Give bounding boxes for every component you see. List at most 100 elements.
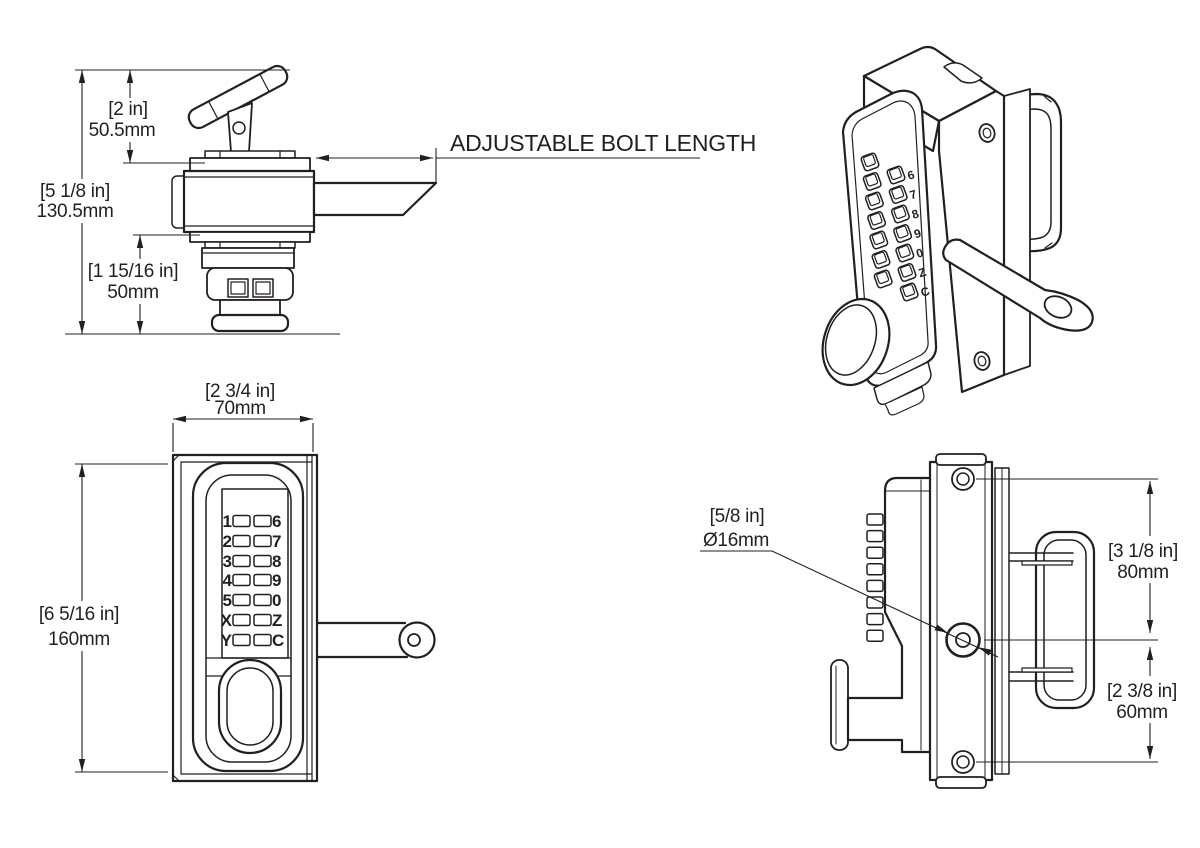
keypad-row: 4 9: [223, 571, 282, 590]
lock-body-top: [182, 169, 316, 234]
key-label-8: 8: [272, 552, 281, 571]
latch-arm-hole-iso: [1043, 295, 1073, 319]
clamp-housing: [206, 267, 294, 301]
side-view: [5/8 in] Ø16mm [3 1/8 in] 80mm [2 3/8 in…: [700, 453, 1184, 789]
side-view-dimensions: [5/8 in] Ø16mm [3 1/8 in] 80mm [2 3/8 in…: [700, 478, 1184, 763]
front-view: 1 6 2 7 3 8 4 9: [28, 381, 436, 783]
key-label-7: 7: [272, 532, 281, 551]
dim-lower-mm: 50mm: [107, 282, 159, 303]
dim-hole-mm: Ø16mm: [703, 530, 769, 551]
keypad-row: 3 8: [223, 552, 282, 571]
dim-overall-inches: [5 1/8 in]: [40, 181, 110, 202]
dim-lower-inches: [1 15/16 in]: [88, 261, 178, 282]
knob-side: [830, 659, 849, 751]
gate-bracket-inner: [1043, 539, 1087, 701]
key-label-2: 2: [223, 532, 232, 551]
spindle-hub: [943, 62, 983, 84]
key-label-Y: Y: [221, 631, 233, 650]
screw-hole-top: [951, 467, 975, 491]
key-label-Z: Z: [272, 611, 282, 630]
plate-top-cap: [935, 453, 987, 466]
key-button[interactable]: [232, 633, 251, 647]
keypad-row: 5 0: [223, 591, 282, 610]
top-view-dimensions: [2 in] 50.5mm [5 1/8 in] 130.5mm [1 15/1…: [30, 69, 756, 335]
latch-arm-iso: [942, 238, 1094, 332]
dim-lower-mm: 60mm: [1116, 702, 1168, 723]
dim-overall-mm: 130.5mm: [36, 201, 113, 222]
latch-arm-hole: [407, 633, 421, 647]
keypad-buttons-side: [866, 513, 884, 642]
latch-arm-front: [315, 621, 436, 659]
top-view: [2 in] 50.5mm [5 1/8 in] 130.5mm [1 15/1…: [30, 64, 756, 335]
dim-width-inches: [2 3/4 in]: [205, 381, 275, 402]
key-button[interactable]: [232, 554, 251, 568]
latch-bolt: [312, 181, 438, 217]
key-label-C: C: [272, 631, 284, 650]
iso-key-label-Z: Z: [917, 265, 928, 281]
key-button[interactable]: [253, 613, 272, 627]
keypad-row: Y C: [221, 631, 285, 650]
key-button[interactable]: [232, 613, 251, 627]
adjustable-bolt-length-callout: ADJUSTABLE BOLT LENGTH: [450, 130, 756, 156]
key-label-3: 3: [223, 552, 232, 571]
key-label-9: 9: [272, 571, 281, 590]
dim-handle-mm: 50.5mm: [89, 120, 156, 141]
iso-key-label-7: 7: [908, 187, 919, 202]
dim-hole-inches: [5/8 in]: [710, 506, 765, 527]
key-label-6: 6: [272, 512, 281, 531]
knob-front-inner: [226, 667, 274, 746]
dim-upper-mm: 80mm: [1117, 562, 1169, 583]
diameter-leader-line: [700, 550, 999, 658]
body-bottom-step: [873, 361, 932, 406]
plate-screw-bottom: [973, 351, 991, 371]
key-button[interactable]: [232, 593, 251, 607]
iso-key-label-0: 0: [914, 245, 925, 260]
body-bottom-step2: [884, 386, 925, 416]
iso-key-label-9: 9: [912, 226, 923, 241]
body-profile-side: [846, 476, 932, 754]
dim-handle-inches: [2 in]: [108, 99, 147, 120]
iso-key-label-8: 8: [910, 206, 921, 221]
key-button[interactable]: [253, 633, 272, 647]
iso-key-label-6: 6: [906, 167, 917, 182]
key-label-X: X: [221, 611, 233, 630]
dim-height-mm: 160mm: [48, 629, 110, 650]
keypad-row: 1 6: [223, 512, 282, 531]
key-button[interactable]: [232, 573, 251, 587]
knob-iso: [821, 297, 891, 387]
spindle-collar: [219, 299, 281, 317]
dim-height-inches: [6 5/16 in]: [39, 604, 119, 625]
key-button[interactable]: [253, 554, 272, 568]
key-button[interactable]: [232, 514, 251, 528]
keypad-row: 2 7: [223, 532, 282, 551]
keypad: 1 6 2 7 3 8 4 9: [221, 512, 285, 650]
key-label-1: 1: [223, 512, 232, 531]
lower-plate-stack: [189, 231, 311, 249]
bracket-connectors: [1008, 552, 1074, 682]
dim-lower-inches: [2 3/8 in]: [1107, 681, 1177, 702]
plate-side-edge: [1003, 88, 1031, 376]
plate-bottom-cap: [935, 776, 987, 789]
key-button[interactable]: [253, 573, 272, 587]
key-button[interactable]: [232, 534, 251, 548]
pivot-hole: [232, 121, 246, 135]
key-label-0: 0: [272, 591, 281, 610]
plate-screw-top: [978, 123, 996, 143]
key-button[interactable]: [253, 593, 272, 607]
key-button[interactable]: [253, 514, 272, 528]
key-button[interactable]: [253, 534, 272, 548]
keypad-row: X Z: [221, 611, 283, 630]
upper-plate-stack: [189, 150, 311, 172]
clamp-notches: [227, 278, 274, 298]
mounting-plate-side: [928, 460, 994, 782]
spindle-end-cap: [210, 313, 290, 333]
dim-upper-inches: [3 1/8 in]: [1108, 541, 1178, 562]
key-label-5: 5: [223, 591, 232, 610]
screw-hole-bottom: [951, 750, 975, 774]
keypad-buttons-iso: [860, 152, 919, 302]
front-view-dimensions: [2 3/4 in] 70mm [6 5/16 in] 160mm: [28, 381, 314, 773]
spindle-block: [201, 247, 295, 269]
dim-width-mm: 70mm: [214, 398, 266, 419]
key-label-4: 4: [223, 571, 233, 590]
